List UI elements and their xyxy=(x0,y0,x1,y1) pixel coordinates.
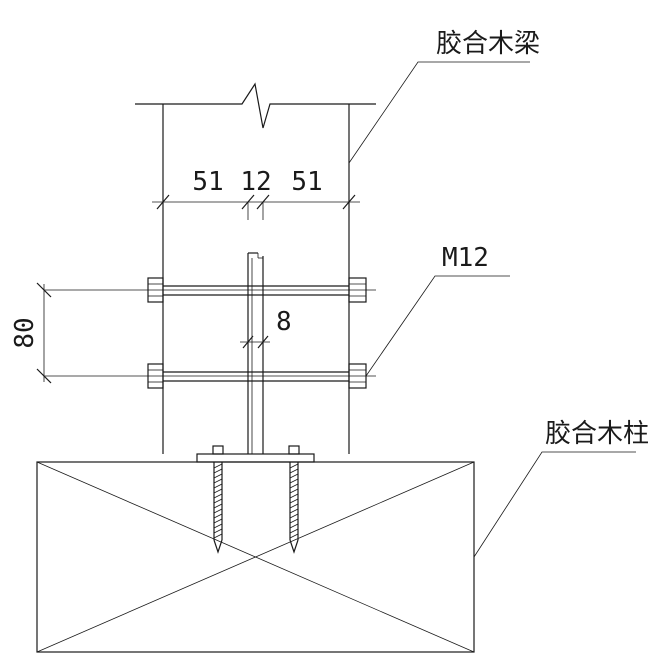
label-beam: 胶合木梁 xyxy=(436,29,540,59)
screw-thread xyxy=(289,493,299,499)
screw-thread xyxy=(213,533,223,539)
screw-thread xyxy=(213,518,223,524)
lag-screw-right xyxy=(288,445,300,554)
lag-screw-left xyxy=(212,445,224,554)
leader-line xyxy=(348,61,530,164)
screw-thread xyxy=(213,508,223,514)
screw-thread xyxy=(289,463,299,469)
label-column: 胶合木柱 xyxy=(545,419,649,449)
screw-tip xyxy=(289,539,299,554)
callout-beam: 胶合木梁 xyxy=(348,29,540,164)
screw-thread xyxy=(213,513,223,519)
column-cross-diagonal-2 xyxy=(36,461,475,653)
label-bolt: M12 xyxy=(442,243,489,273)
screw-thread xyxy=(289,528,299,534)
screw-thread xyxy=(289,533,299,539)
base-plate-outline xyxy=(196,453,315,463)
dim-text-beam-left: 51 xyxy=(192,167,223,197)
dim-text-bolt-spacing: 80 xyxy=(10,317,40,348)
screw-thread xyxy=(213,528,223,534)
base-plate xyxy=(196,453,315,463)
screw-thread xyxy=(289,523,299,529)
screw-thread xyxy=(213,478,223,484)
screw-thread xyxy=(289,488,299,494)
dimension-plate-thickness: 8 xyxy=(240,307,292,349)
dimension-bolt-spacing: 80 xyxy=(10,282,134,384)
screw-thread xyxy=(213,498,223,504)
screw-thread xyxy=(289,518,299,524)
dimension-beam-width: 51 12 51 xyxy=(152,167,360,220)
leader-line xyxy=(473,451,636,558)
dim-text-plate-thickness: 8 xyxy=(276,307,292,337)
tick-mark xyxy=(342,194,356,210)
dim-text-plate-gap: 12 xyxy=(240,167,271,197)
tick-mark xyxy=(36,282,52,298)
glulam-beam xyxy=(135,82,376,454)
tick-mark xyxy=(156,194,170,210)
screw-thread xyxy=(289,473,299,479)
screw-thread xyxy=(289,468,299,474)
bolt-nut-right xyxy=(348,277,367,303)
glulam-column xyxy=(36,461,475,653)
bolt-head-left xyxy=(147,277,164,303)
dim-text-beam-right: 51 xyxy=(291,167,322,197)
screw-thread xyxy=(213,523,223,529)
screw-thread xyxy=(289,483,299,489)
screw-tip xyxy=(213,539,223,554)
screw-thread xyxy=(213,473,223,479)
screw-thread xyxy=(289,513,299,519)
screw-thread xyxy=(289,508,299,514)
screw-thread xyxy=(289,503,299,509)
beam-break-line xyxy=(135,82,376,129)
leader-line xyxy=(365,275,510,377)
callout-column: 胶合木柱 xyxy=(473,419,649,558)
steel-knife-plate xyxy=(247,252,264,454)
screw-thread xyxy=(213,488,223,494)
tick-mark xyxy=(36,368,52,384)
screw-head xyxy=(212,445,224,455)
screw-thread xyxy=(289,498,299,504)
callout-bolt: M12 xyxy=(365,243,510,377)
tick-mark xyxy=(257,335,269,349)
screw-thread xyxy=(289,478,299,484)
screw-thread xyxy=(213,463,223,469)
screw-thread xyxy=(213,503,223,509)
through-bolt-lower xyxy=(134,363,376,389)
bolt-head-left xyxy=(147,363,164,389)
tick-mark xyxy=(242,335,254,349)
screw-head xyxy=(288,445,300,455)
through-bolt-upper xyxy=(134,277,376,303)
screw-thread xyxy=(213,468,223,474)
screw-thread xyxy=(213,493,223,499)
screw-thread xyxy=(213,483,223,489)
